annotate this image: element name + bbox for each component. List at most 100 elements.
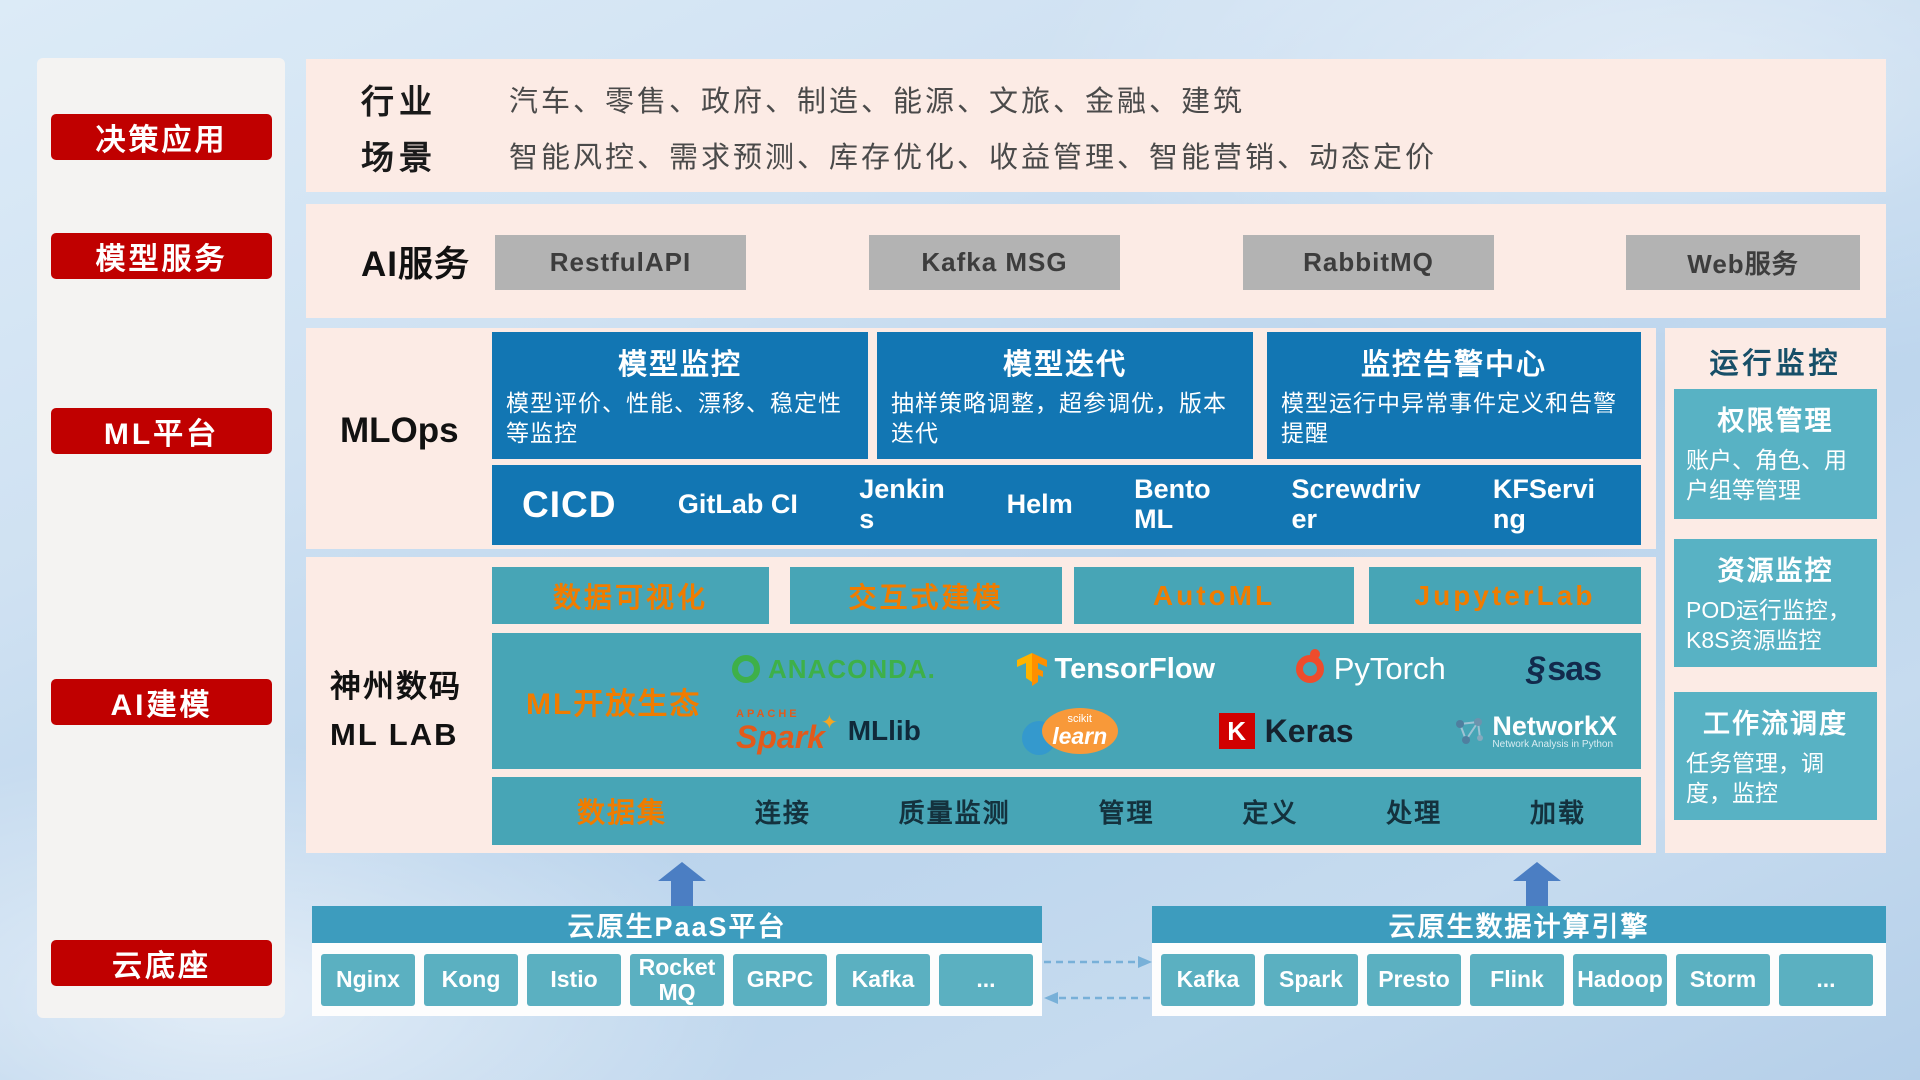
model-monitoring-desc: 模型评价、性能、漂移、稳定性等监控 (506, 390, 842, 447)
dataset-item-connect: 连接 (754, 797, 811, 828)
sidebar-item-ai-modeling: AI建模 (51, 679, 272, 725)
anaconda-logo: ANACONDA. (732, 654, 936, 685)
tech-presto: Presto (1367, 953, 1461, 1006)
sas-label: sas (1547, 649, 1602, 688)
sas-icon: § (1526, 649, 1546, 688)
data-visualization-button: 数据可视化 (492, 567, 769, 624)
permission-mgmt-desc: 账户、角色、用户组等管理 (1686, 447, 1847, 504)
automl-button: AutoML (1074, 567, 1354, 624)
keras-label: Keras (1264, 712, 1354, 749)
alert-center-desc: 模型运行中异常事件定义和告警提醒 (1281, 390, 1617, 447)
cicd-item-kfserving: KFServing (1492, 474, 1595, 534)
mlops-label: MLOps (340, 411, 459, 450)
dataset-item-manage: 管理 (1098, 797, 1155, 828)
model-iteration-desc: 抽样策略调整，超参调优，版本迭代 (891, 390, 1227, 447)
ml-lab-panel: 神州数码 ML LAB 数据可视化 交互式建模 AutoML JupyterLa… (306, 557, 1656, 853)
industry-values: 汽车、零售、政府、制造、能源、文旅、金融、建筑 (509, 86, 1246, 118)
tensorflow-logo: TensorFlow (1016, 652, 1216, 686)
resource-monitoring-desc: POD运行监控，K8S资源监控 (1686, 597, 1851, 654)
tech-hadoop: Hadoop (1573, 953, 1667, 1006)
spark-label: Spark (736, 719, 825, 755)
spark-mllib-logo: APACHE Spark ✦ MLlib (736, 708, 921, 755)
permission-mgmt-card: 权限管理 账户、角色、用户组等管理 (1674, 389, 1877, 519)
dataset-label: 数据集 (577, 797, 668, 828)
tech-nginx: Nginx (321, 953, 415, 1006)
tech-grpc: GRPC (733, 953, 827, 1006)
ai-service-panel: AI服务 RestfulAPI Kafka MSG RabbitMQ Web服务 (306, 204, 1886, 318)
kafka-msg-button: Kafka MSG (869, 235, 1120, 290)
cicd-label: CICD (522, 484, 617, 525)
resource-monitoring-card: 资源监控 POD运行监控，K8S资源监控 (1674, 539, 1877, 667)
tech-kong: Kong (424, 953, 518, 1006)
ml-lab-label: 神州数码 ML LAB (330, 663, 462, 759)
tech-istio: Istio (527, 953, 621, 1006)
anaconda-icon (732, 655, 760, 683)
tech-kafka-engine: Kafka (1161, 953, 1255, 1006)
scikit-learn-icon: scikit learn (1041, 708, 1118, 754)
dataset-item-define: 定义 (1242, 797, 1299, 828)
dataset-bar: 数据集 连接 质量监测 管理 定义 处理 加载 (492, 777, 1641, 845)
dataset-item-process: 处理 (1386, 797, 1443, 828)
anaconda-label: ANACONDA. (768, 653, 936, 684)
jupyterlab-button: JupyterLab (1369, 567, 1641, 624)
cicd-item-jenkins: Jenkins (859, 474, 945, 534)
ml-ecosystem-label: ML开放生态 (526, 688, 702, 721)
model-monitoring-title: 模型监控 (617, 349, 742, 381)
cicd-item-gitlab-ci: GitLab CI (677, 489, 798, 520)
ai-service-label: AI服务 (361, 244, 471, 284)
scikit-learn-label: learn (1052, 723, 1108, 749)
data-engine-bar: 云原生数据计算引擎 (1152, 906, 1886, 943)
sidebar-item-ml-platform: ML平台 (51, 408, 272, 454)
networkx-wordmark: NetworkX Network Analysis in Python (1492, 710, 1617, 751)
rabbitmq-button: RabbitMQ (1243, 235, 1494, 290)
cicd-item-bentoml: BentoML (1134, 474, 1211, 534)
permission-mgmt-title: 权限管理 (1717, 406, 1834, 436)
spark-apache-label: APACHE (736, 708, 800, 720)
keras-logo: K Keras (1218, 712, 1354, 750)
bidirectional-dashed-arrows-icon (1044, 956, 1152, 1004)
industry-line: 行业 汽车、零售、政府、制造、能源、文旅、金融、建筑 (361, 77, 1866, 121)
networkx-label: NetworkX (1492, 710, 1617, 741)
scikit-small-label: scikit (1067, 713, 1092, 725)
scenario-values: 智能风控、需求预测、库存优化、收益管理、智能营销、动态定价 (509, 142, 1438, 174)
mlops-panel: MLOps 模型监控 模型评价、性能、漂移、稳定性等监控 模型迭代 抽样策略调整… (306, 328, 1656, 549)
tech-more-paas: ... (939, 953, 1033, 1006)
networkx-icon (1456, 718, 1484, 744)
scikit-learn-logo: scikit learn (1021, 707, 1118, 755)
run-monitoring-panel: 运行监控 权限管理 账户、角色、用户组等管理 资源监控 POD运行监控，K8S资… (1665, 328, 1886, 853)
spark-star-icon: ✦ (820, 711, 838, 734)
tech-storm: Storm (1676, 953, 1770, 1006)
model-monitoring-card: 模型监控 模型评价、性能、漂移、稳定性等监控 (492, 332, 868, 459)
engine-components-strip: Kafka Spark Presto Flink Hadoop Storm ..… (1152, 943, 1886, 1016)
dataset-item-quality: 质量监测 (898, 797, 1011, 828)
tech-more-engine: ... (1779, 953, 1873, 1006)
paas-components-strip: Nginx Kong Istio RocketMQ GRPC Kafka ... (312, 943, 1042, 1016)
tensorflow-label: TensorFlow (1054, 652, 1216, 685)
pytorch-label: PyTorch (1333, 651, 1446, 686)
scenario-label: 场景 (361, 139, 437, 176)
ml-lab-label-line1: 神州数码 (330, 669, 462, 704)
ml-lab-label-line2: ML LAB (330, 717, 459, 753)
networkx-logo: NetworkX Network Analysis in Python (1454, 710, 1617, 751)
web-service-button: Web服务 (1626, 235, 1860, 290)
industry-label: 行业 (361, 83, 437, 120)
ecosystem-logo-row-2: APACHE Spark ✦ MLlib scikit learn K Kera… (722, 701, 1631, 761)
alert-center-title: 监控告警中心 (1360, 349, 1547, 381)
run-monitoring-title: 运行监控 (1709, 348, 1842, 380)
pytorch-icon (1295, 649, 1324, 683)
pytorch-flame-dot (1309, 649, 1320, 659)
tech-kafka: Kafka (836, 953, 930, 1006)
sidebar-item-model-service: 模型服务 (51, 233, 272, 279)
tech-spark: Spark (1264, 953, 1358, 1006)
pytorch-logo: PyTorch (1295, 649, 1446, 687)
layer-sidebar: 决策应用 模型服务 ML平台 AI建模 云底座 (37, 58, 285, 1018)
cicd-item-helm: Helm (1006, 489, 1073, 520)
workflow-scheduling-desc: 任务管理，调度，监控 (1686, 750, 1824, 807)
tensorflow-icon (1016, 652, 1047, 686)
ecosystem-logo-row-1: ANACONDA. TensorFlow PyTorch § (722, 641, 1631, 697)
cicd-item-screwdriver: Screwdriver (1291, 474, 1421, 534)
keras-icon: K (1218, 713, 1255, 749)
industry-scenario-panel: 行业 汽车、零售、政府、制造、能源、文旅、金融、建筑 场景 智能风控、需求预测、… (306, 59, 1886, 192)
sidebar-item-cloud-base: 云底座 (51, 940, 272, 986)
paas-platform-bar: 云原生PaaS平台 (312, 906, 1042, 943)
